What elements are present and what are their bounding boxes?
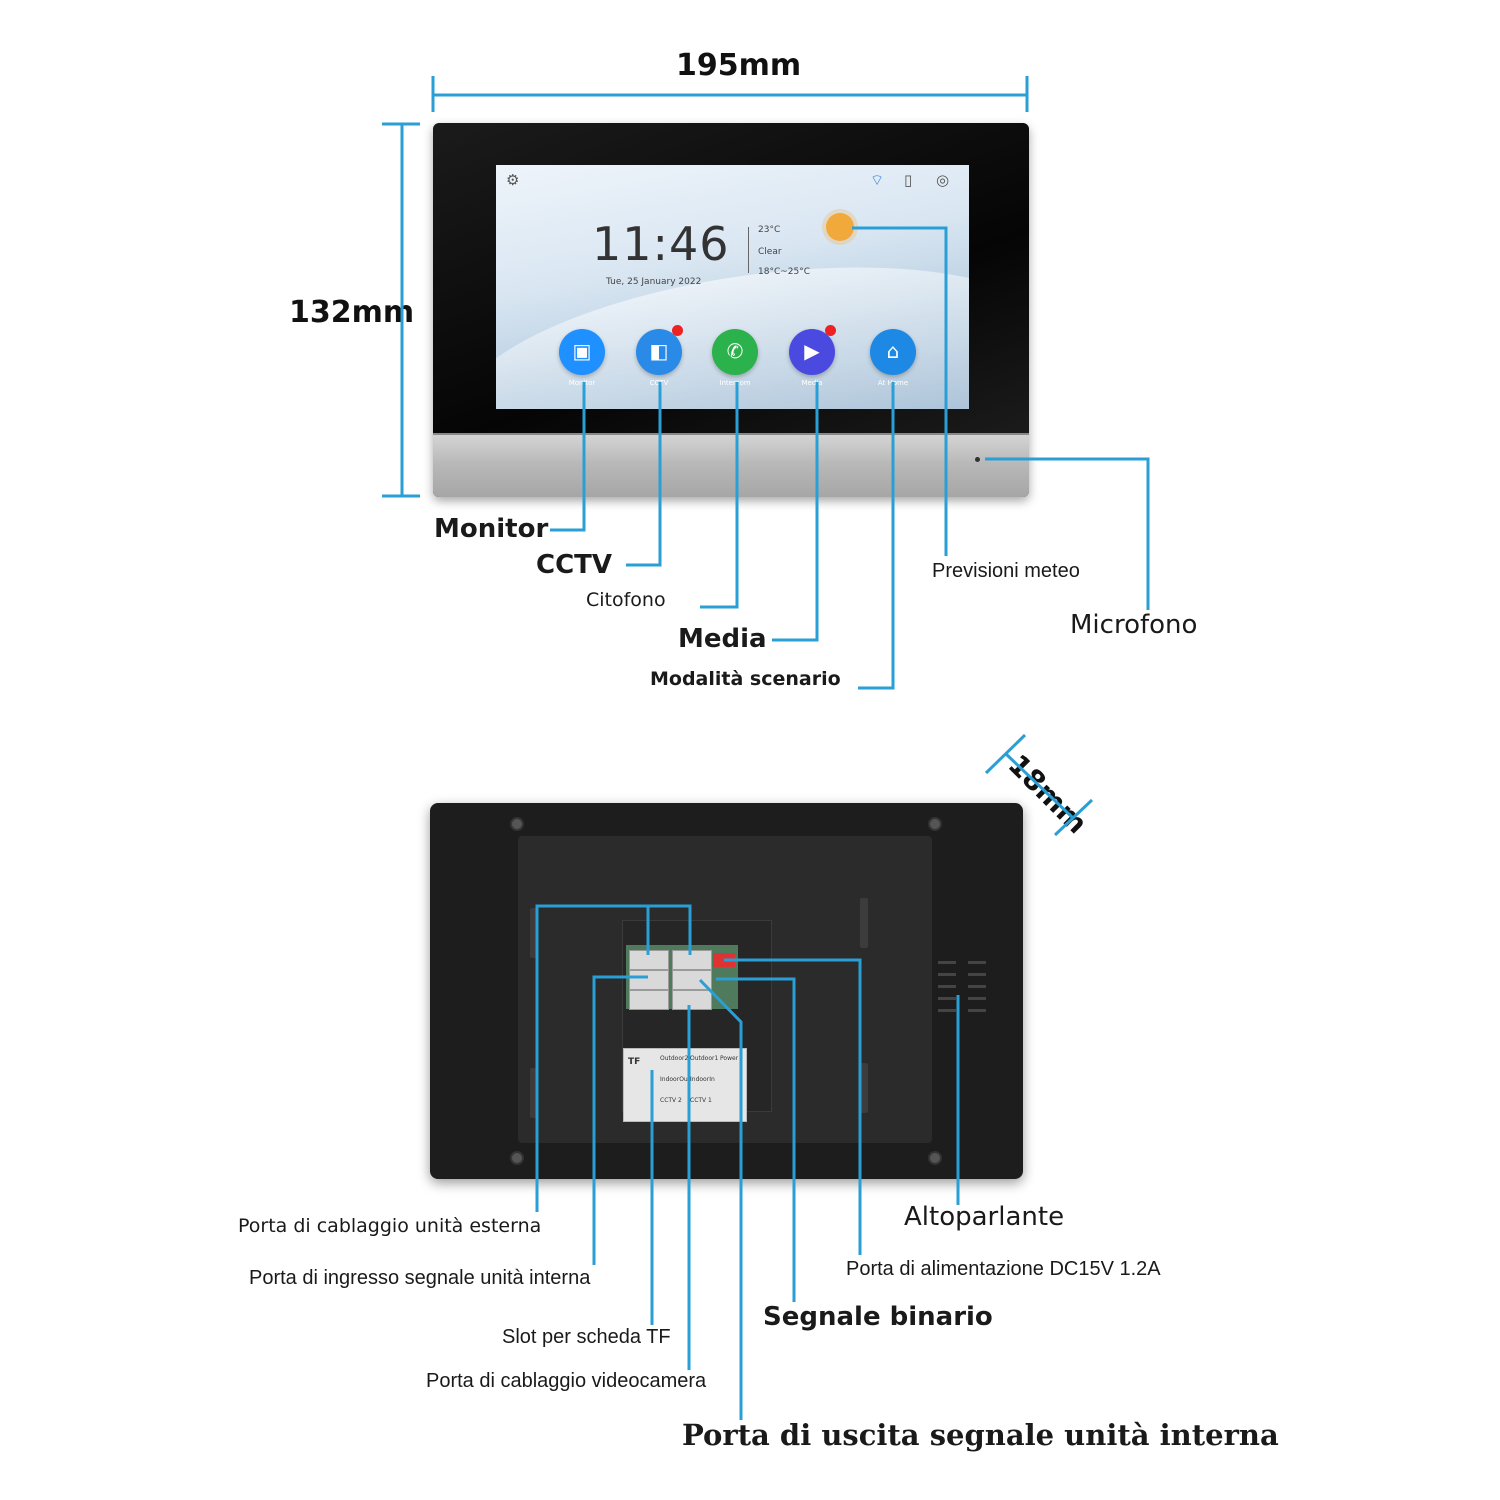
- play-icon: ▶: [804, 339, 820, 363]
- speaker-grille: [968, 985, 986, 988]
- front-panel: ⚙ ⌔ ▯ ◎ 11:46 Tue, 25 January 2022 23°C …: [433, 123, 1029, 497]
- front-bottom-bar: [433, 433, 1029, 497]
- mounting-hook: [860, 898, 868, 948]
- indoor-in-port[interactable]: [672, 970, 712, 990]
- phone-icon: ✆: [726, 339, 744, 363]
- label-videocamera: Porta di cablaggio videocamera: [426, 1370, 707, 1392]
- label-microfono: Microfono: [1070, 610, 1198, 640]
- weather-range: 18°C~25°C: [758, 267, 811, 277]
- label-scenario: Modalità scenario: [650, 668, 841, 690]
- doorbell-icon: ▣: [572, 339, 592, 363]
- sd-card-icon: ▯: [904, 171, 913, 189]
- cctv-notification-badge: [672, 325, 683, 336]
- gear-icon[interactable]: ⚙: [506, 171, 520, 189]
- speaker-grille: [938, 1009, 956, 1012]
- speaker-grille: [968, 973, 986, 976]
- indoor-out-port[interactable]: [629, 970, 669, 990]
- screw: [510, 1151, 524, 1165]
- clock-time: 11:46: [592, 217, 730, 271]
- label-meteo: Previsioni meteo: [932, 560, 1080, 582]
- cctv-app-button[interactable]: ◧: [636, 329, 682, 375]
- screw: [928, 817, 942, 831]
- label-media: Media: [678, 624, 767, 654]
- cctv2-port[interactable]: [629, 990, 669, 1010]
- speaker-grille: [938, 973, 956, 976]
- media-app-label: Media: [801, 379, 823, 387]
- height-dimension-label: 132mm: [289, 295, 415, 330]
- monitor-app-button[interactable]: ▣: [559, 329, 605, 375]
- width-dimension-label: 195mm: [676, 48, 802, 83]
- outdoor2-port[interactable]: [629, 950, 669, 970]
- weather-temp: 23°C: [758, 225, 781, 235]
- mounting-hook: [860, 1063, 868, 1113]
- label-alimentazione: Porta di alimentazione DC15V 1.2A: [846, 1258, 1161, 1280]
- speaker-grille: [938, 961, 956, 964]
- wifi-icon: ⌔: [870, 171, 885, 189]
- label-ingresso: Porta di ingresso segnale unità interna: [249, 1267, 591, 1289]
- label-tf: Slot per scheda TF: [502, 1326, 671, 1348]
- monitor-app-label: Monitor: [568, 379, 596, 387]
- label-esterna: Porta di cablaggio unità esterna: [238, 1215, 542, 1237]
- sticker-indoor-out: IndoorOut: [660, 1076, 691, 1083]
- label-citofono: Citofono: [586, 589, 666, 611]
- sticker-indoor-in: IndoorIn: [690, 1076, 715, 1083]
- label-monitor: Monitor: [434, 514, 549, 544]
- tf-slot-label: TF: [628, 1057, 641, 1067]
- microphone-hole: [975, 457, 980, 462]
- label-binario: Segnale binario: [763, 1302, 993, 1332]
- wiring-sticker: TF Outdoor2 Outdoor1 Power IndoorOut Ind…: [623, 1048, 747, 1122]
- home-icon: ⌂: [886, 339, 900, 363]
- sticker-outdoor1: Outdoor1: [690, 1055, 719, 1062]
- screw: [510, 817, 524, 831]
- label-altoparlante: Altoparlante: [904, 1202, 1065, 1232]
- screw: [928, 1151, 942, 1165]
- touch-screen: ⚙ ⌔ ▯ ◎ 11:46 Tue, 25 January 2022 23°C …: [496, 165, 969, 409]
- weather-condition: Clear: [758, 247, 782, 257]
- label-cctv: CCTV: [536, 550, 613, 580]
- at-home-app-button[interactable]: ⌂: [870, 329, 916, 375]
- intercom-app-button[interactable]: ✆: [712, 329, 758, 375]
- sun-icon: [826, 213, 854, 241]
- media-app-button[interactable]: ▶: [789, 329, 835, 375]
- intercom-app-label: Intercom: [719, 379, 751, 387]
- label-uscita: Porta di uscita segnale unità interna: [682, 1418, 1279, 1452]
- cctv-app-label: CCTV: [649, 379, 669, 387]
- camera-icon: ◧: [649, 339, 669, 363]
- speaker-grille: [938, 985, 956, 988]
- weather-divider: [748, 227, 749, 273]
- mounting-hook: [530, 908, 538, 958]
- speaker-grille: [968, 997, 986, 1000]
- speaker-grille: [968, 1009, 986, 1012]
- sticker-cctv2: CCTV 2: [660, 1097, 682, 1104]
- outdoor1-port[interactable]: [672, 950, 712, 970]
- cctv1-port[interactable]: [672, 990, 712, 1010]
- media-notification-badge: [825, 325, 836, 336]
- sticker-cctv1: CCTV 1: [690, 1097, 712, 1104]
- sticker-power: Power: [720, 1055, 739, 1062]
- clock-date: Tue, 25 January 2022: [606, 277, 702, 287]
- speaker-grille: [968, 961, 986, 964]
- sticker-outdoor2: Outdoor2: [660, 1055, 689, 1062]
- back-panel: TF Outdoor2 Outdoor1 Power IndoorOut Ind…: [430, 803, 1023, 1179]
- power-port[interactable]: [713, 953, 735, 967]
- at-home-app-label: At Home: [877, 379, 909, 387]
- mounting-hook: [530, 1068, 538, 1118]
- power-icon[interactable]: ◎: [936, 171, 950, 189]
- speaker-grille: [938, 997, 956, 1000]
